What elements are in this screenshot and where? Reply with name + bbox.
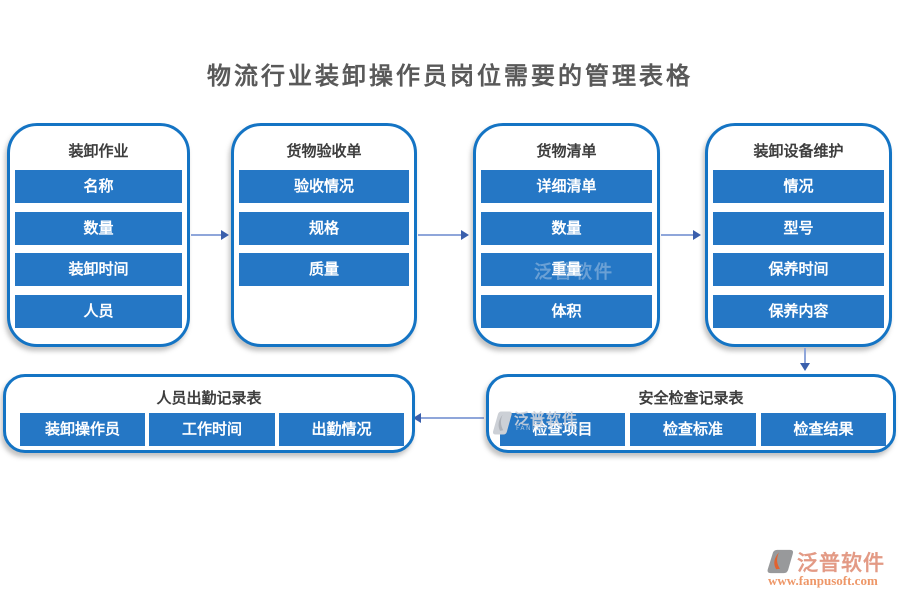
field-bar: 出勤情况 (279, 413, 404, 446)
arrow-line-box1-box2 (191, 234, 222, 236)
flow-box-goods-acceptance: 货物验收单 验收情况 规格 质量 (231, 123, 417, 347)
field-bar: 检查结果 (761, 413, 886, 446)
field-bar: 规格 (239, 212, 409, 245)
watermark-text-faint: 泛普软件 (534, 262, 614, 283)
box-title: 装卸设备维护 (753, 142, 844, 160)
arrow-line-box2-box3 (418, 234, 462, 236)
field-bar: 详细清单 (481, 170, 652, 203)
field-bar: 装卸操作员 (20, 413, 145, 446)
field-bar: 保养内容 (713, 295, 884, 328)
watermark-text: 泛普软件 (514, 410, 579, 428)
box-title: 装卸作业 (68, 142, 129, 160)
field-bar: 名称 (15, 170, 182, 203)
field-bar: 体积 (481, 295, 652, 328)
fanpu-logo: 泛普软件 www.fanpusoft.com (764, 547, 898, 592)
arrow-head-right-icon (461, 230, 469, 240)
field-bar: 重量 (481, 253, 652, 286)
field-bar: 验收情况 (239, 170, 409, 203)
field-bar: 检查项目 (500, 413, 625, 446)
arrow-line-box4-safety (804, 348, 806, 364)
field-bar: 数量 (15, 212, 182, 245)
field-bar: 工作时间 (149, 413, 275, 446)
arrow-head-right-icon (693, 230, 701, 240)
fanpu-logo-url: www.fanpusoft.com (768, 573, 878, 588)
arrow-line-safety-attendance (421, 417, 484, 419)
field-bar: 型号 (713, 212, 884, 245)
arrow-head-right-icon (221, 230, 229, 240)
page-title: 物流行业装卸操作员岗位需要的管理表格 (207, 62, 693, 90)
flow-box-loading-job: 装卸作业 名称 数量 装卸时间 人员 (7, 123, 190, 347)
record-box-safety-inspection: 安全检查记录表 检查项目 检查标准 检查结果 泛普软件 FANPUSOFT.CO… (486, 374, 896, 453)
flow-box-goods-list: 货物清单 详细清单 数量 重量 体积 泛普软件 (473, 123, 660, 347)
record-box-attendance: 人员出勤记录表 装卸操作员 工作时间 出勤情况 (3, 374, 415, 453)
fanpu-logo-brand: 泛普软件 (797, 551, 885, 575)
box-title: 货物清单 (536, 142, 597, 160)
box-title: 安全检查记录表 (638, 389, 744, 407)
box-title: 人员出勤记录表 (156, 389, 262, 407)
fanpu-logo-icon (767, 549, 794, 574)
arrow-line-box3-box4 (661, 234, 694, 236)
field-bar: 保养时间 (713, 253, 884, 286)
box-title: 货物验收单 (286, 142, 362, 160)
field-bar: 情况 (713, 170, 884, 203)
arrow-head-left-icon (413, 413, 421, 423)
arrow-head-down-icon (800, 363, 810, 371)
fanpu-watermark-icon (492, 411, 512, 435)
flow-box-equipment-maintenance: 装卸设备维护 情况 型号 保养时间 保养内容 (705, 123, 892, 347)
field-bar: 检查标准 (630, 413, 756, 446)
field-bar: 装卸时间 (15, 253, 182, 286)
field-bar: 数量 (481, 212, 652, 245)
watermark-subtext: FANPUSOFT.COM (516, 425, 586, 432)
field-bar: 质量 (239, 253, 409, 286)
field-bar: 人员 (15, 295, 182, 328)
